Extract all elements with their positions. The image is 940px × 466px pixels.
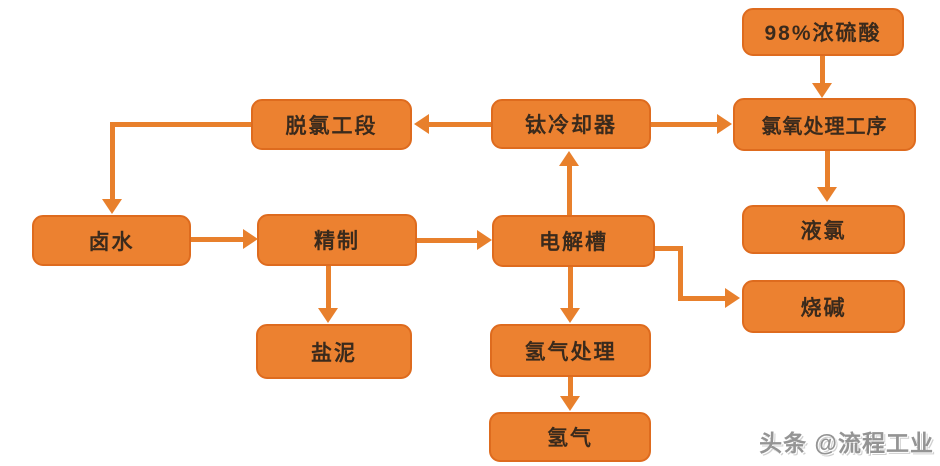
arrow-cooler-to-chlorine-line — [651, 122, 718, 127]
node-dechlorination: 脱氯工段 — [251, 99, 412, 150]
node-hydrogen: 氢气 — [489, 412, 651, 462]
arrow-sulfuric-to-chlorine-head — [812, 83, 832, 98]
node-sulfuric-acid: 98%浓硫酸 — [742, 8, 904, 56]
arrow-refining-to-electrolyzer-head — [477, 230, 492, 250]
arrow-electrolyzer-to-h2treat-line — [568, 267, 573, 309]
arrow-dechlor-to-brine-hline — [110, 122, 251, 127]
arrow-h2treat-to-h2-head — [560, 396, 580, 411]
arrow-electrolyzer-to-h2treat-head — [560, 308, 580, 323]
node-brine: 卤水 — [32, 215, 191, 266]
arrow-cooler-to-dechlor-head — [414, 114, 429, 134]
node-hydrogen-treatment: 氢气处理 — [490, 324, 651, 377]
arrow-electrolyzer-to-caustic-hline1 — [655, 246, 683, 251]
watermark-text: 头条 @流程工业 — [759, 430, 934, 456]
arrow-refining-to-saltmud-line — [326, 266, 331, 309]
arrow-refining-to-electrolyzer-line — [417, 238, 478, 243]
arrow-dechlor-to-brine-head — [102, 199, 122, 214]
arrow-cooler-to-chlorine-head — [717, 114, 732, 134]
arrow-dechlor-to-brine-vline — [110, 122, 115, 200]
arrow-cooler-to-dechlor-line — [429, 122, 491, 127]
node-titanium-cooler: 钛冷却器 — [491, 99, 651, 149]
arrow-brine-to-refining-line — [191, 237, 244, 242]
arrow-electrolyzer-to-caustic-head — [725, 288, 740, 308]
arrow-electrolyzer-to-cooler-line — [567, 165, 572, 215]
node-salt-mud: 盐泥 — [256, 324, 412, 379]
arrow-chlorine-to-liquid-line — [825, 151, 830, 188]
arrow-chlorine-to-liquid-head — [817, 187, 837, 202]
arrow-sulfuric-to-chlorine-line — [820, 56, 825, 84]
arrow-brine-to-refining-head — [243, 229, 258, 249]
arrow-electrolyzer-to-caustic-hline2 — [678, 296, 726, 301]
arrow-electrolyzer-to-caustic-vline — [678, 246, 683, 300]
arrow-electrolyzer-to-cooler-head — [559, 151, 579, 166]
node-chlorine-treatment: 氯氧处理工序 — [733, 98, 916, 151]
arrow-refining-to-saltmud-head — [318, 308, 338, 323]
arrow-h2treat-to-h2-line — [568, 377, 573, 397]
node-liquid-chlorine: 液氯 — [742, 205, 905, 254]
node-caustic-soda: 烧碱 — [742, 280, 905, 333]
node-refining: 精制 — [257, 214, 417, 266]
node-electrolyzer: 电解槽 — [492, 215, 655, 267]
